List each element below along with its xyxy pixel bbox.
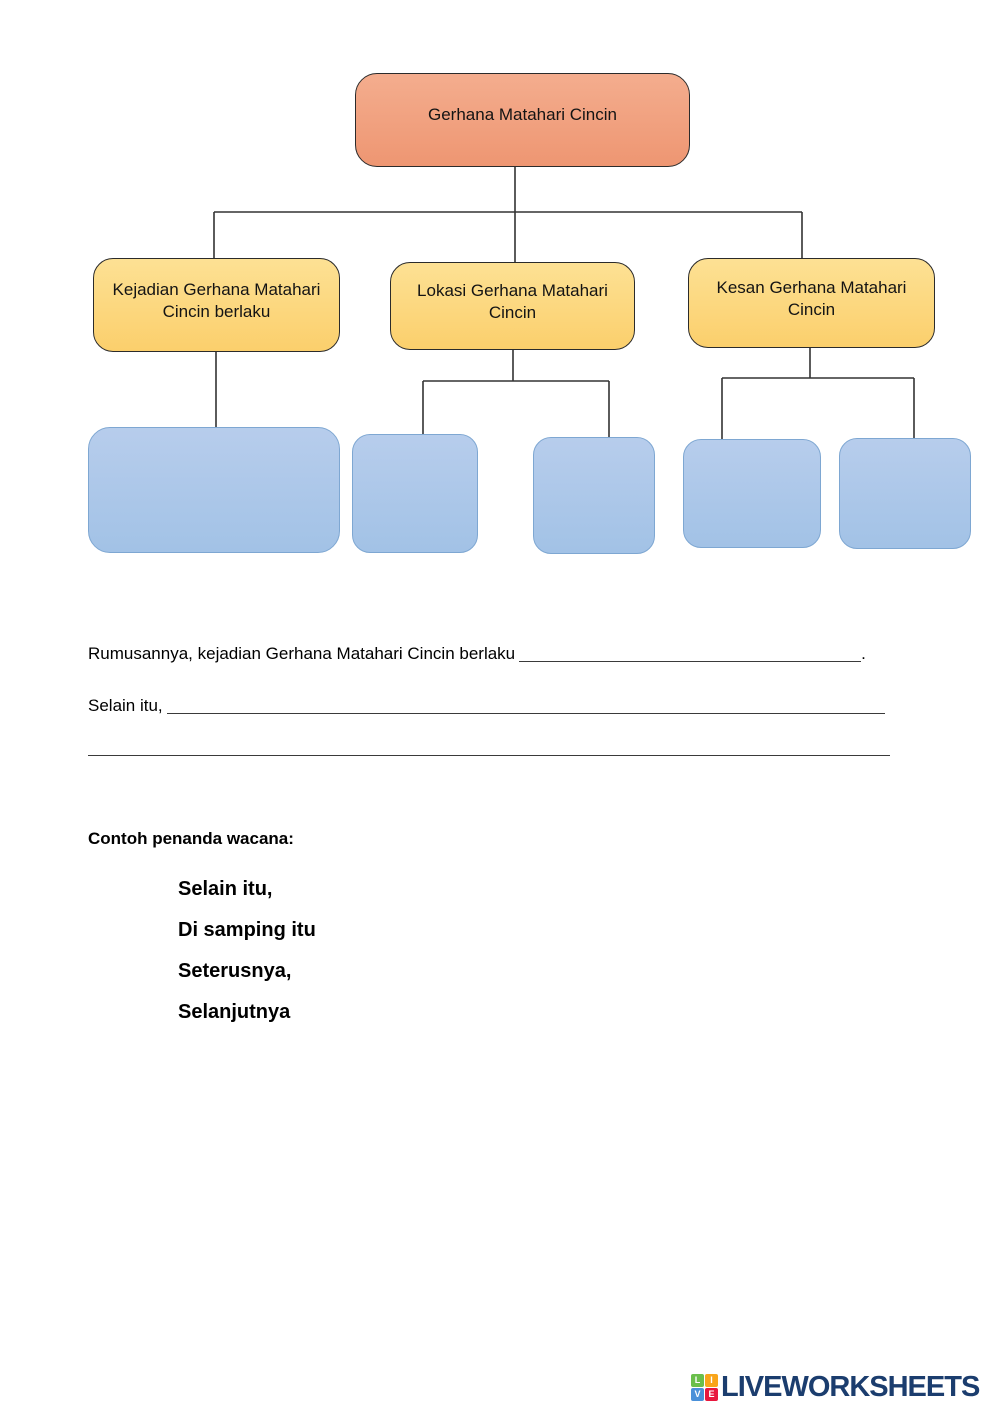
answer-box-kejadian[interactable]: [88, 427, 340, 553]
answer-box-lokasi-1[interactable]: [352, 434, 478, 553]
summary-sentence-2-text: Selain itu,: [88, 696, 163, 715]
answer-box-lokasi-2[interactable]: [533, 437, 655, 554]
diagram-branch-label: Kejadian Gerhana Matahari Cincin berlaku: [112, 280, 321, 321]
discourse-markers-list: Selain itu, Di samping itu Seterusnya, S…: [178, 869, 316, 1033]
diagram-branch-kejadian: Kejadian Gerhana Matahari Cincin berlaku: [93, 258, 340, 352]
diagram-branch-label: Lokasi Gerhana Matahari Cincin: [417, 281, 608, 322]
discourse-marker-item: Di samping itu: [178, 919, 316, 941]
summary-sentence-1: Rumusannya, kejadian Gerhana Matahari Ci…: [88, 644, 866, 664]
diagram-branch-kesan: Kesan Gerhana Matahari Cincin: [688, 258, 935, 348]
logo-tile-i: I: [705, 1373, 718, 1387]
answer-box-kesan-1[interactable]: [683, 439, 821, 548]
answer-blank-2[interactable]: [166, 713, 885, 714]
answer-blank-3[interactable]: [88, 737, 890, 756]
liveworksheets-logo: L I V E LIVEWORKSHEETS: [691, 1368, 980, 1406]
logo-tile-e: E: [705, 1387, 718, 1401]
answer-box-kesan-2[interactable]: [839, 438, 971, 549]
liveworksheets-tiles-icon: L I V E: [691, 1373, 718, 1401]
discourse-marker-item: Selain itu,: [178, 878, 273, 900]
diagram-branch-label: Kesan Gerhana Matahari Cincin: [716, 278, 907, 319]
summary-sentence-1-text: Rumusannya, kejadian Gerhana Matahari Ci…: [88, 644, 516, 663]
diagram-root-label: Gerhana Matahari Cincin: [428, 105, 617, 124]
summary-sentence-2: Selain itu,: [88, 696, 885, 716]
logo-tile-l: L: [691, 1373, 704, 1387]
discourse-markers-heading: Contoh penanda wacana:: [88, 829, 294, 848]
diagram-root-box: Gerhana Matahari Cincin: [355, 73, 690, 167]
answer-blank-1[interactable]: [519, 661, 862, 662]
discourse-marker-item: Selanjutnya: [178, 1001, 291, 1023]
diagram-branch-lokasi: Lokasi Gerhana Matahari Cincin: [390, 262, 635, 350]
logo-tile-v: V: [691, 1387, 704, 1401]
liveworksheets-brand-text: LIVEWORKSHEETS: [721, 1371, 980, 1403]
summary-sentence-1-period: .: [861, 644, 866, 663]
discourse-marker-item: Seterusnya,: [178, 960, 292, 982]
